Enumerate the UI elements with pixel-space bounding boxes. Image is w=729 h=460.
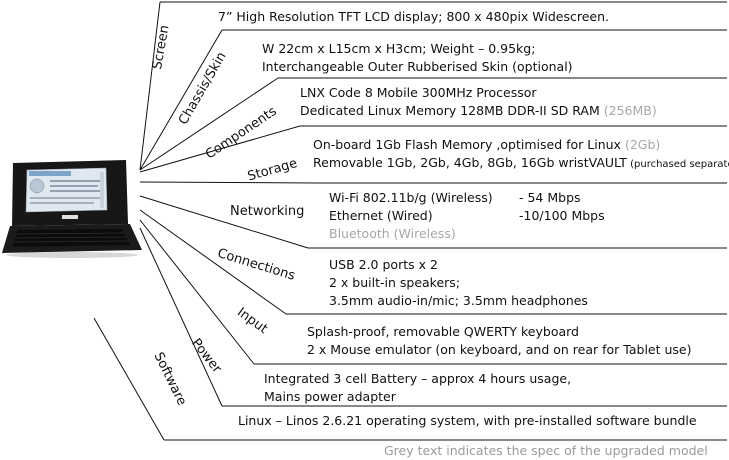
spoke-lines (93, 1, 727, 441)
components-line-2-text: Dedicated Linux Memory 128MB DDR-II SD R… (300, 103, 600, 118)
components-line-1: LNX Code 8 Mobile 300MHz Processor (300, 85, 537, 100)
ethernet-label: Ethernet (Wired) (329, 208, 433, 223)
software-line-1: Linux – Linos 2.6.21 operating system, w… (238, 413, 697, 428)
spoke-storage (139, 125, 301, 173)
screen-text-line (50, 185, 98, 187)
input-spec: Splash-proof, removable QWERTY keyboard … (307, 323, 691, 359)
category-networking: Networking (230, 204, 305, 219)
screen-text-line (50, 180, 102, 182)
chassis-line-1: W 22cm x L15cm x H3cm; Weight – 0.95kg; (262, 41, 536, 56)
chassis-spec: W 22cm x L15cm x H3cm; Weight – 0.95kg; … (262, 40, 573, 76)
power-spec: Integrated 3 cell Battery – approx 4 hou… (264, 370, 571, 406)
screen-text-line (30, 197, 100, 199)
components-line-2: Dedicated Linux Memory 128MB DDR-II SD R… (300, 102, 657, 120)
wifi-label: Wi-Fi 802.11b/g (Wireless) (329, 190, 493, 205)
footnote: Grey text indicates the spec of the upgr… (384, 443, 708, 458)
power-line-2: Mains power adapter (264, 389, 396, 404)
storage-line-2: Removable 1Gb, 2Gb, 4Gb, 8Gb, 16Gb wrist… (313, 154, 729, 174)
ethernet-speed: -10/100 Mbps (519, 208, 605, 223)
spoke-screen (139, 1, 161, 171)
screen-spec: 7” High Resolution TFT LCD display; 800 … (218, 8, 609, 26)
software-spec: Linux – Linos 2.6.21 operating system, w… (238, 412, 697, 430)
components-spec: LNX Code 8 Mobile 300MHz Processor Dedic… (300, 84, 657, 120)
storage-line-1: On-board 1Gb Flash Memory ,optimised for… (313, 136, 729, 154)
keyboard-keys (13, 232, 129, 243)
wifi-speed: - 54 Mbps (519, 190, 581, 205)
screen-scrollbar (100, 172, 104, 208)
spoke-components (139, 77, 279, 171)
storage-note-text: (purchased separately) (630, 159, 729, 170)
screen-line-1: 7” High Resolution TFT LCD display; 800 … (218, 9, 610, 24)
spoke-networking (139, 181, 319, 184)
components-upgrade-text: (256MB) (599, 103, 657, 118)
chassis-line-2: Interchangeable Outer Rubberised Skin (o… (262, 59, 573, 74)
screen-header-bar (29, 171, 71, 176)
spoke-connections (139, 195, 309, 249)
storage-line-1-text: On-board 1Gb Flash Memory ,optimised for… (313, 137, 621, 152)
connections-spec: USB 2.0 ports x 2 2 x built-in speakers;… (329, 256, 588, 310)
spoke-footer (93, 317, 165, 441)
networking-spec: Wi-Fi 802.11b/g (Wireless) - 54 Mbps Ethe… (329, 189, 605, 243)
laptop-logo (62, 215, 78, 219)
laptop-shadow (6, 252, 138, 258)
laptop-illustration (2, 160, 142, 258)
networking-row-bluetooth: Bluetooth (Wireless) (329, 226, 456, 241)
power-line-1: Integrated 3 cell Battery – approx 4 hou… (264, 371, 572, 386)
spoke-power (139, 219, 255, 365)
screen-globe-icon (29, 178, 45, 194)
screen-text-line (30, 202, 94, 204)
spoke-software (139, 227, 223, 407)
input-line-1: Splash-proof, removable QWERTY keyboard (307, 324, 579, 339)
input-line-2: 2 x Mouse emulator (on keyboard, and on … (307, 342, 692, 357)
spoke-input (139, 209, 287, 315)
connections-line-1: USB 2.0 ports x 2 (329, 257, 438, 272)
storage-line-2-text: Removable 1Gb, 2Gb, 4Gb, 8Gb, 16Gb wrist… (313, 155, 627, 170)
connections-line-3: 3.5mm audio-in/mic; 3.5mm headphones (329, 293, 588, 308)
connections-line-2: 2 x built-in speakers; (329, 275, 461, 290)
spoke-chassis (139, 29, 223, 171)
networking-row-wifi: Wi-Fi 802.11b/g (Wireless) - 54 Mbps (329, 189, 605, 207)
networking-row-ethernet: Ethernet (Wired) -10/100 Mbps (329, 207, 605, 225)
storage-spec: On-board 1Gb Flash Memory ,optimised for… (313, 136, 729, 174)
storage-upgrade-text: (2Gb) (620, 137, 661, 152)
screen-text-line (50, 190, 100, 192)
